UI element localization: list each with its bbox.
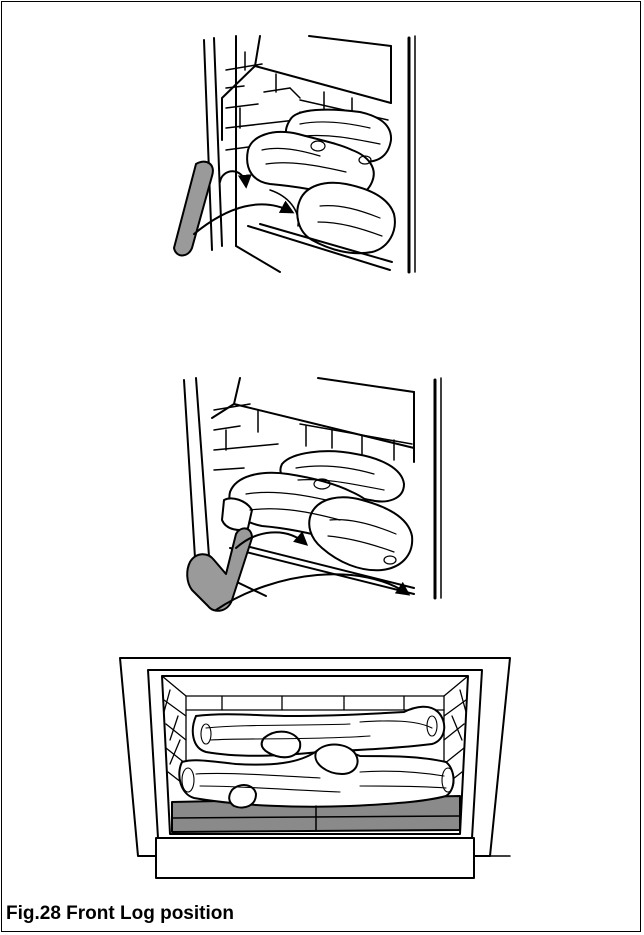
figure-finished	[120, 658, 510, 878]
figure-caption: Fig.28 Front Log position	[6, 903, 234, 925]
figure-step-1	[174, 36, 415, 272]
figure-step-2	[184, 378, 441, 611]
